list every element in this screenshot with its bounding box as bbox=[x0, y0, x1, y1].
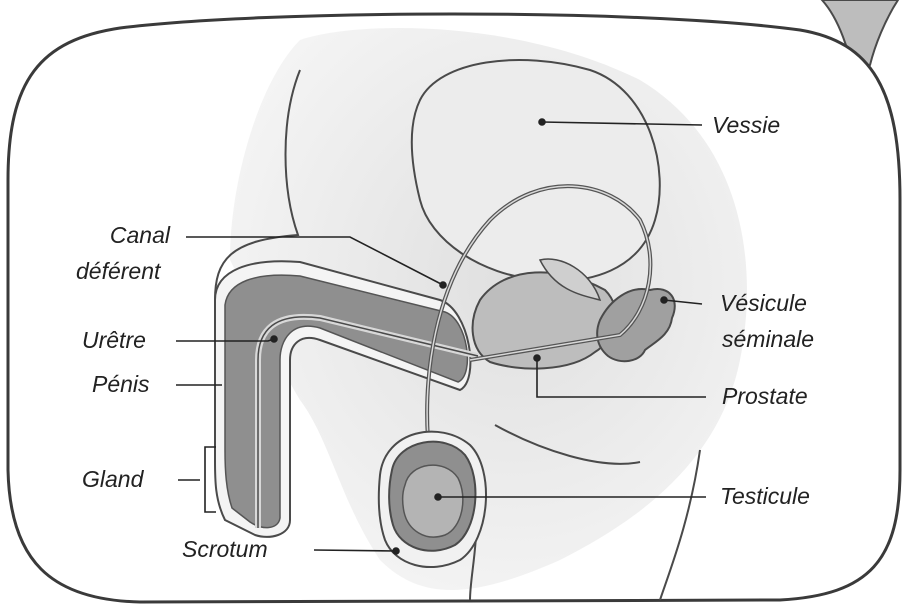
leader-scrotum bbox=[314, 550, 396, 551]
label-vesicule-line2: séminale bbox=[722, 326, 814, 353]
dot-testicule bbox=[435, 494, 441, 500]
dot-scrotum bbox=[393, 548, 399, 554]
label-scrotum: Scrotum bbox=[182, 536, 268, 563]
label-gland: Gland bbox=[82, 466, 143, 493]
dot-prostate bbox=[534, 355, 540, 361]
dot-canal bbox=[440, 282, 446, 288]
label-canal-line2: déférent bbox=[76, 258, 160, 285]
label-uretre: Urêtre bbox=[82, 327, 146, 354]
dot-uretre bbox=[271, 336, 277, 342]
label-testicule: Testicule bbox=[720, 483, 810, 510]
label-vessie: Vessie bbox=[712, 112, 780, 139]
label-penis: Pénis bbox=[92, 371, 150, 398]
testicle-inner bbox=[403, 465, 463, 537]
label-canal-line1: Canal bbox=[60, 222, 170, 249]
dot-vesicule bbox=[661, 297, 667, 303]
label-prostate: Prostate bbox=[722, 383, 808, 410]
label-vesicule-line1: Vésicule bbox=[720, 290, 807, 317]
dot-vessie bbox=[539, 119, 545, 125]
